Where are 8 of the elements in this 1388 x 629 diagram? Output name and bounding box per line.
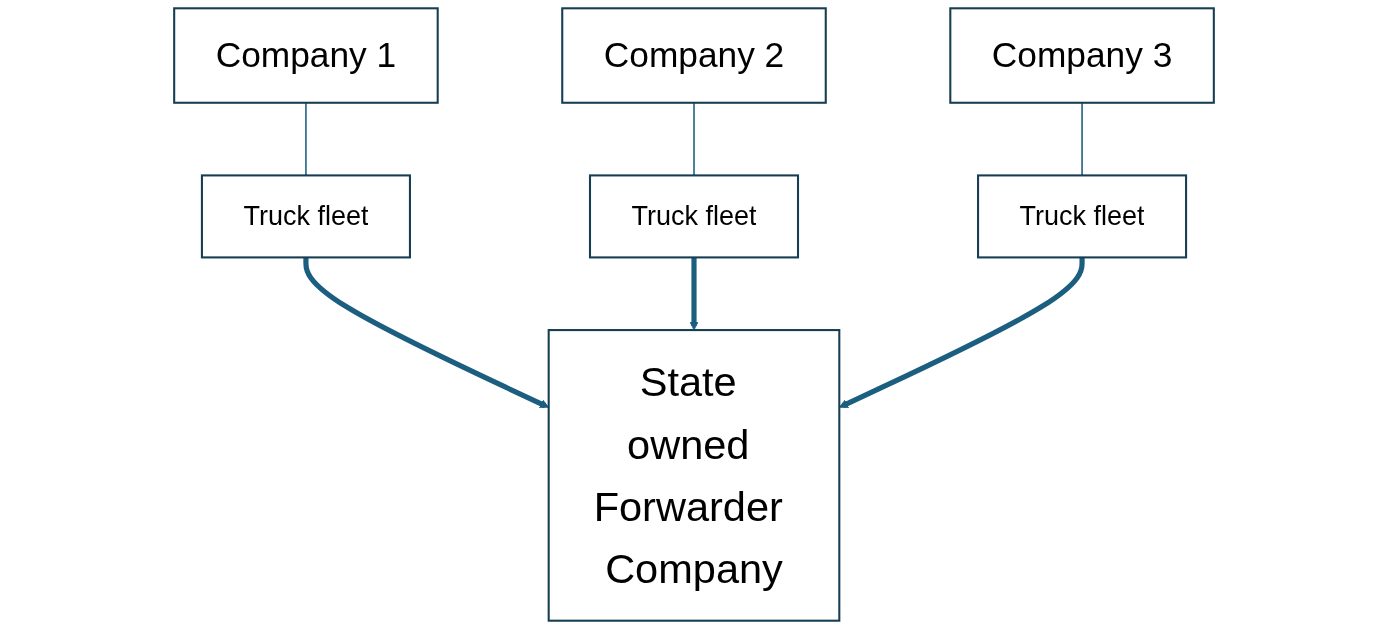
node-box: State owned Forwarder Company (547, 329, 841, 622)
node-box: Truck fleet (200, 174, 411, 259)
node-box: Company 1 (173, 7, 439, 104)
node-box: Company 3 (949, 7, 1215, 104)
arrow (689, 257, 699, 331)
node-box: Company 2 (561, 7, 827, 104)
node-box: Truck fleet (588, 174, 800, 259)
node-box: Truck fleet (977, 174, 1188, 259)
